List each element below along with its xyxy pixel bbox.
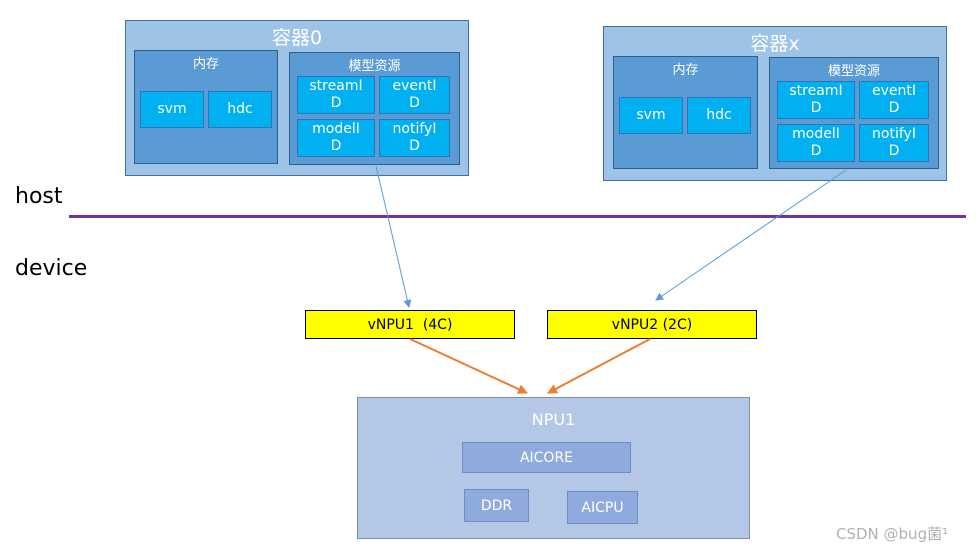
vnpu2-box: vNPU2 (2C) xyxy=(547,310,757,339)
container-0: 容器0 内存 svm hdc 模型资源 streamI D eventI D m… xyxy=(125,20,469,176)
container-x-eventid: eventI D xyxy=(859,81,929,119)
container-0-resources-panel: 模型资源 streamI D eventI D modelI D notifyI… xyxy=(289,52,460,165)
container-0-hdc: hdc xyxy=(208,91,272,128)
container-x: 容器x 内存 svm hdc 模型资源 streamI D eventI D m… xyxy=(603,26,947,181)
container-0-notifyid: notifyI D xyxy=(379,119,450,157)
aicore-box: AICORE xyxy=(462,442,631,473)
vnpu2-to-npu1-arrow xyxy=(547,338,651,394)
container-x-modelid: modelI D xyxy=(777,124,855,162)
container-x-svm: svm xyxy=(619,97,683,134)
container-x-resources-panel: 模型资源 streamI D eventI D modelI D notifyI… xyxy=(769,57,939,169)
ddr-box: DDR xyxy=(464,489,529,522)
container-x-resources-title: 模型资源 xyxy=(827,64,880,79)
container-x-notifyid: notifyI D xyxy=(859,124,929,162)
container-0-streamid: streamI D xyxy=(297,76,375,114)
container-0-memory-panel: 内存 svm hdc xyxy=(134,50,278,164)
container-0-title: 容器0 xyxy=(271,27,323,49)
npu1-box: NPU1 AICORE DDR AICPU xyxy=(357,397,750,539)
containerx-to-vnpu2-arrow xyxy=(655,169,847,301)
host-device-divider xyxy=(69,215,966,218)
container-x-title: 容器x xyxy=(750,33,800,55)
watermark: CSDN @bug菌¹ xyxy=(836,525,949,543)
host-label: host xyxy=(15,184,63,209)
container-0-resources-title: 模型资源 xyxy=(348,59,401,74)
container-0-modelid: modelI D xyxy=(297,119,375,157)
container-0-eventid: eventI D xyxy=(379,76,450,114)
vnpu1-box: vNPU1 (4C) xyxy=(305,310,515,339)
container0-to-vnpu1-arrow xyxy=(375,165,412,308)
container-x-memory-panel: 内存 svm hdc xyxy=(613,56,758,169)
container-x-streamid: streamI D xyxy=(777,81,855,119)
container-x-memory-title: 内存 xyxy=(672,63,699,78)
device-label: device xyxy=(15,256,88,281)
aicpu-box: AICPU xyxy=(567,491,638,524)
vnpu1-to-npu1-arrow xyxy=(409,338,528,394)
container-0-memory-title: 内存 xyxy=(192,57,219,72)
container-x-hdc: hdc xyxy=(687,97,751,134)
npu1-title: NPU1 xyxy=(531,410,576,429)
container-0-svm: svm xyxy=(140,91,204,128)
